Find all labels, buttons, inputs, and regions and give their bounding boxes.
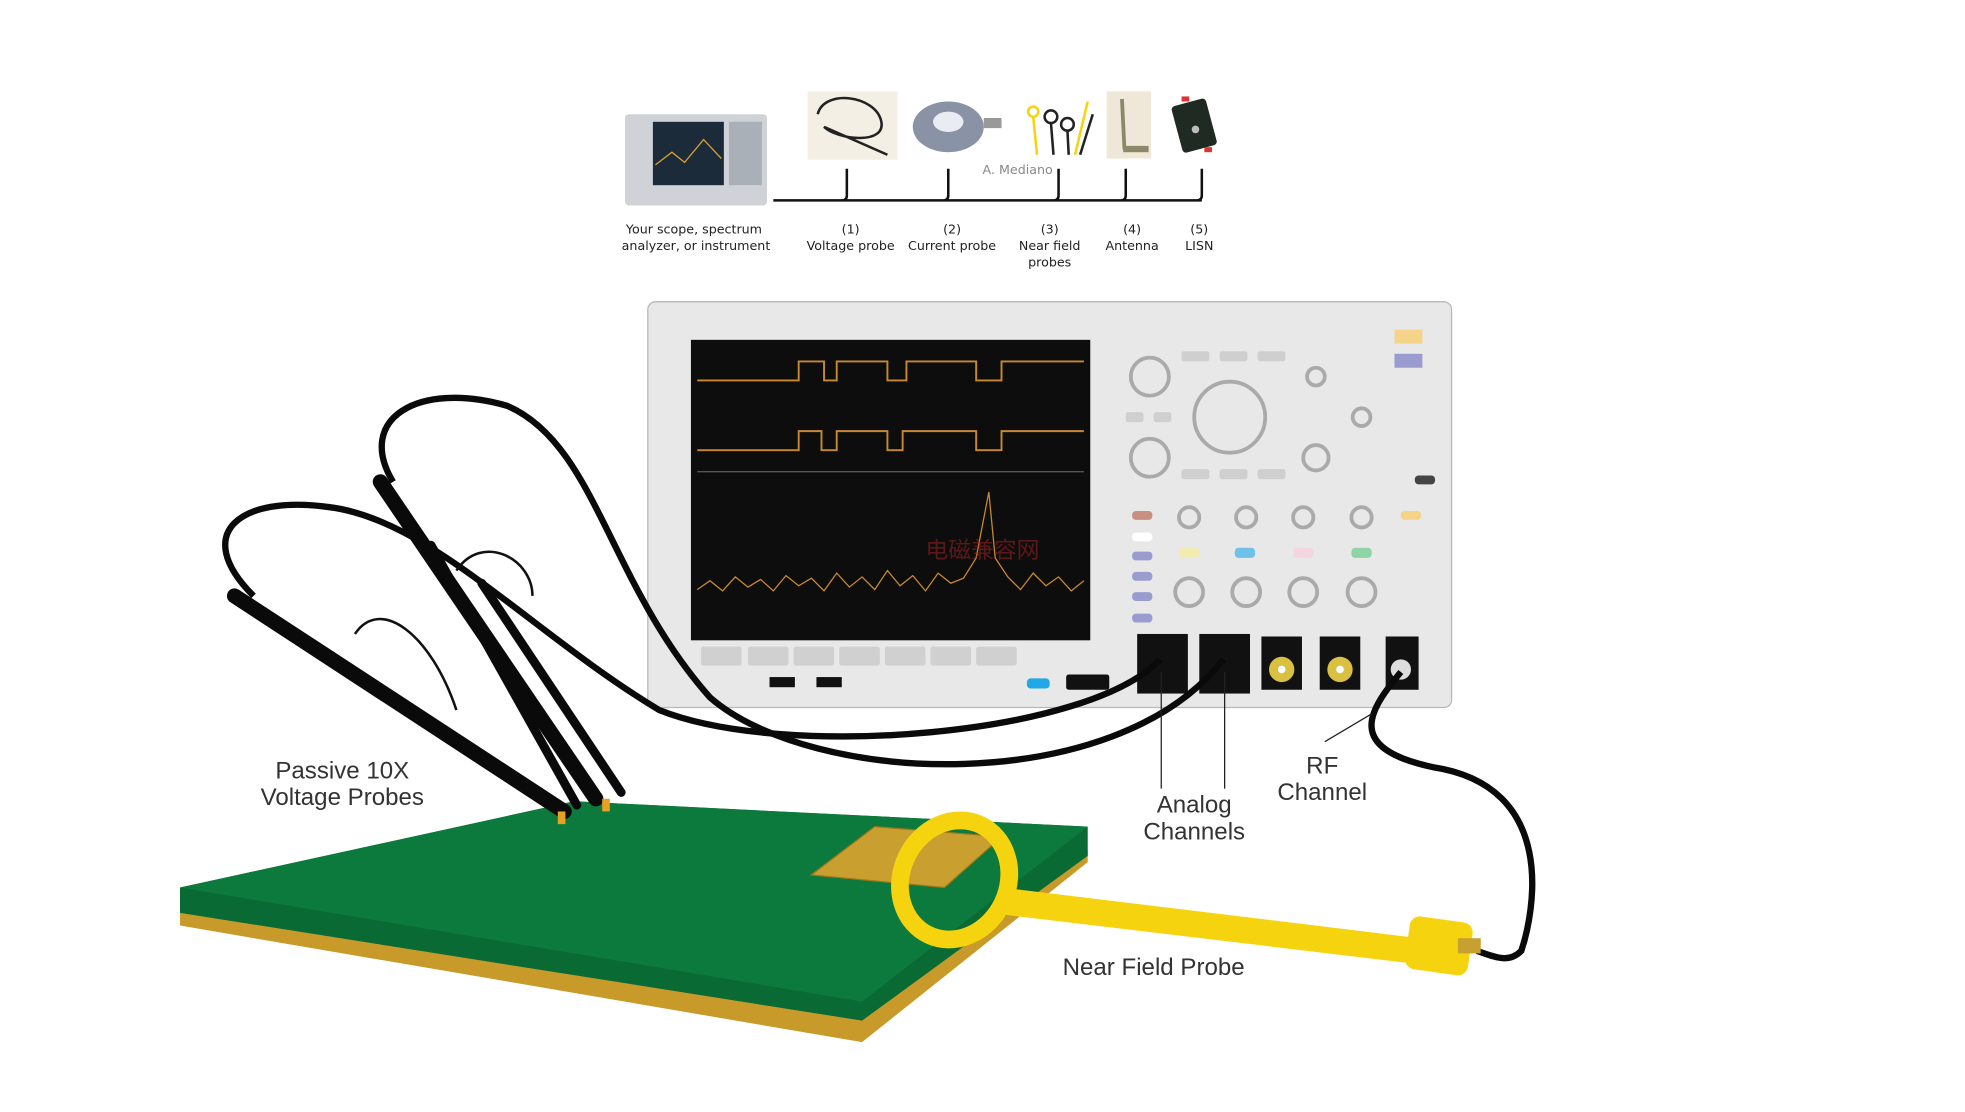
bnc-inputs[interactable] (1261, 636, 1419, 690)
pcb-board (180, 801, 1088, 1043)
probe-cables (222, 394, 1536, 962)
instrument-label: Your scope, spectrum analyzer, or instru… (622, 221, 771, 252)
legend: A. Mediano Your scope, spectrum analyzer… (622, 91, 1217, 269)
soft-keys (701, 646, 1017, 666)
instrument-thumbnail (624, 114, 767, 206)
credit-text: A. Mediano (983, 162, 1054, 177)
near-field-probe-label: Near Field Probe (1063, 954, 1245, 981)
lisn-thumbnail (1171, 96, 1217, 153)
scope-screen (690, 339, 1091, 641)
callout-lines (1160, 671, 1373, 789)
near-field-probe (891, 811, 1481, 976)
knobs[interactable] (1128, 355, 1378, 608)
legend-item-lisn: (5)LISN (1185, 221, 1213, 252)
voltage-probe-thumbnail (807, 91, 898, 160)
voltage-probes (226, 474, 626, 820)
watermark: 电磁兼容网 (925, 538, 1039, 564)
legend-item-voltage-probe: (1)Voltage probe (807, 221, 895, 252)
near-field-probes-thumbnail (1026, 101, 1095, 156)
antenna-thumbnail (1106, 91, 1152, 159)
oscilloscope: 电磁兼容网 (647, 301, 1453, 709)
legend-bus-line (773, 168, 1204, 202)
current-probe-thumbnail (912, 101, 1002, 153)
legend-item-antenna: (4)Antenna (1105, 221, 1158, 252)
legend-item-current-probe: (2)Current probe (908, 221, 996, 252)
